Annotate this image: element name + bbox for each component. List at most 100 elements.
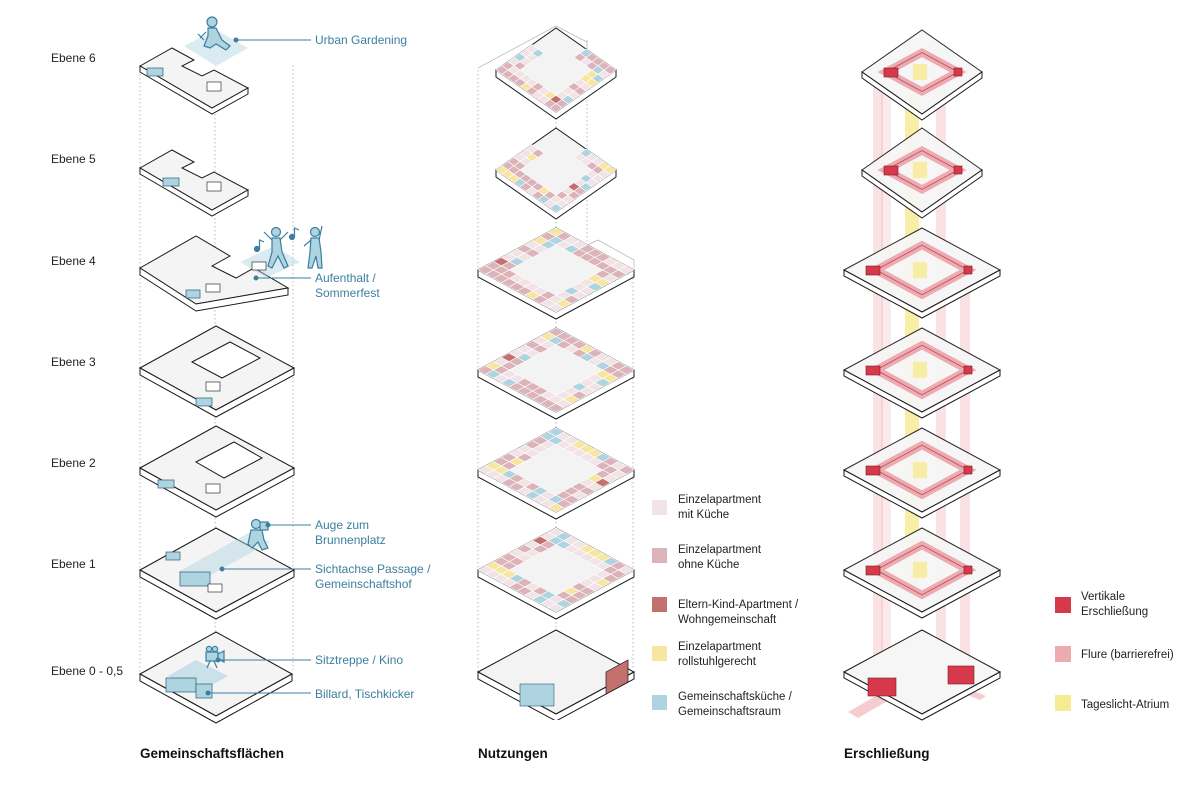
uses-floor-0: [476, 629, 636, 720]
vertical-core: [867, 677, 897, 697]
legend-einzel-kueche-1: Einzelapartment: [678, 494, 762, 506]
annotation-urban-gardening: Urban Gardening: [315, 33, 407, 47]
legend-swatch-vertikal: [1055, 597, 1071, 613]
column-access: Vertikale Erschließung Flure (barrierefr…: [842, 29, 1174, 761]
access-slab-edge: [861, 169, 983, 219]
atrium-light: [913, 362, 927, 378]
legend-gemeinschaft-1: Gemeinschaftsküche /: [678, 691, 793, 703]
column-uses: Einzelapartment mit Küche Einzelapartmen…: [476, 25, 799, 761]
apartment-unit: [617, 565, 635, 575]
vertical-core: [963, 365, 973, 375]
access-floor-2: [842, 427, 1002, 519]
apartment-unit: [617, 365, 635, 375]
apartment-unit: [603, 165, 617, 175]
annotation-billard: Billard, Tischkicker: [315, 687, 414, 701]
level-label-0: Ebene 0 - 0,5: [51, 664, 123, 678]
access-slab-edge: [843, 369, 1001, 419]
vertical-core: [865, 465, 881, 476]
legend-access: Vertikale Erschließung Flure (barrierefr…: [1055, 591, 1174, 711]
column-title-uses: Nutzungen: [478, 746, 548, 761]
column-community: Urban Gardening Aufenthalt / Sommerfest …: [138, 16, 431, 761]
legend-vertikal-2: Erschließung: [1081, 606, 1148, 618]
level-label-5: Ebene 5: [51, 152, 96, 166]
access-floor-stack: [842, 29, 1002, 721]
legend-eltern-kind-1: Eltern-Kind-Apartment /: [678, 599, 799, 611]
vertical-core: [865, 565, 881, 576]
viewer-icon: [247, 518, 269, 551]
uses-floor-1: [476, 527, 636, 620]
access-floor-4: [842, 227, 1002, 319]
vertical-core: [865, 265, 881, 276]
uses-slab-edge: [477, 671, 635, 720]
floor-slab-6: [138, 30, 250, 115]
annotation-leaders: [205, 37, 311, 696]
legend-flure: Flure (barrierefrei): [1081, 649, 1174, 661]
annotation-auge-1: Auge zum: [315, 518, 369, 532]
level-label-3: Ebene 3: [51, 355, 96, 369]
legend-swatch-rollstuhl: [652, 646, 667, 661]
legend-eltern-kind-2: Wohngemeinschaft: [678, 614, 777, 626]
music-note-icon: [253, 227, 300, 253]
legend-swatch-eltern-kind: [652, 597, 667, 612]
access-slab-edge: [843, 569, 1001, 619]
vertical-core: [883, 165, 899, 176]
apartment-unit: [531, 48, 545, 58]
vertical-core: [947, 665, 975, 685]
vertical-core: [963, 565, 973, 575]
vertical-core: [963, 265, 973, 275]
annotation-aufenthalt-2: Sommerfest: [315, 286, 380, 300]
family-apartment-block: [605, 659, 629, 695]
access-slab-edge: [843, 469, 1001, 519]
apartment-unit: [617, 465, 635, 475]
level-label-4: Ebene 4: [51, 254, 96, 268]
annotation-sicht-1: Sichtachse Passage /: [315, 562, 431, 576]
floor-slab-3: [138, 325, 296, 418]
atrium-light: [913, 162, 927, 178]
access-slab-edge: [861, 71, 983, 121]
annotation-aufenthalt-1: Aufenthalt /: [315, 271, 376, 285]
legend-einzel-ohne-2: ohne Küche: [678, 559, 739, 571]
access-floor-1: [842, 527, 1002, 619]
gardener-icon: [197, 16, 231, 51]
uses-floor-2: [476, 427, 636, 520]
uses-floor-3: [476, 327, 636, 420]
level-label-2: Ebene 2: [51, 456, 96, 470]
legend-swatch-flure: [1055, 646, 1071, 662]
level-labels: Ebene 6 Ebene 5 Ebene 4 Ebene 3 Ebene 2 …: [51, 51, 123, 678]
legend-rollstuhl-2: rollstuhlgerecht: [678, 656, 757, 668]
access-floor-3: [842, 327, 1002, 419]
vertical-core: [883, 67, 899, 78]
level-label-1: Ebene 1: [51, 557, 96, 571]
legend-gemeinschaft-2: Gemeinschaftsraum: [678, 706, 781, 718]
dancing-people-icon: [263, 225, 323, 269]
community-room-block: [519, 683, 555, 707]
atrium-light: [913, 64, 927, 80]
floor-slab-1: [138, 527, 296, 620]
floor-slab-4: [139, 235, 300, 312]
legend-atrium: Tageslicht-Atrium: [1081, 699, 1169, 711]
atrium-light: [913, 462, 927, 478]
floor-slab-2: [138, 425, 296, 518]
annotation-sicht-2: Gemeinschaftshof: [315, 577, 412, 591]
column-title-access: Erschließung: [844, 746, 930, 761]
level-label-6: Ebene 6: [51, 51, 96, 65]
access-floor-6: [861, 29, 983, 121]
vertical-core: [953, 165, 963, 175]
legend-swatch-gemeinschaft: [652, 695, 667, 710]
annotation-sitztreppe: Sitztreppe / Kino: [315, 653, 403, 667]
access-floor-5: [861, 127, 983, 219]
vertical-core: [963, 465, 973, 475]
legend-einzel-kueche-2: mit Küche: [678, 509, 729, 521]
legend-uses: Einzelapartment mit Küche Einzelapartmen…: [652, 494, 799, 718]
legend-swatch-atrium: [1055, 695, 1071, 711]
access-slab-edge: [843, 671, 1001, 721]
access-slab-edge: [843, 269, 1001, 319]
vertical-core: [953, 67, 963, 77]
apartment-unit: [603, 65, 617, 75]
legend-einzel-ohne-1: Einzelapartment: [678, 544, 762, 556]
column-title-community: Gemeinschaftsflächen: [140, 746, 284, 761]
atrium-light: [913, 562, 927, 578]
legend-swatch-einzel-kueche: [652, 500, 667, 515]
uses-floor-5: [495, 127, 617, 220]
